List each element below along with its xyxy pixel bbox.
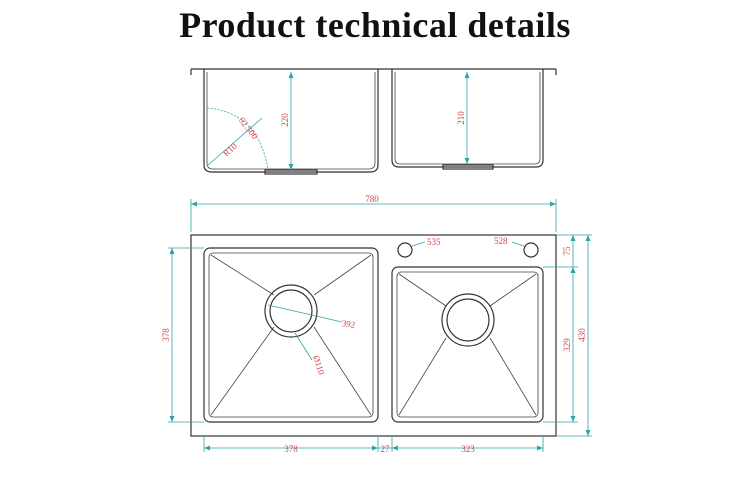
tap-hole-1-label: 535: [427, 237, 441, 247]
top-view: 780 392 Ø110 535 528: [161, 194, 592, 454]
tap-hole-left: [397, 242, 413, 258]
side-view: 220 210 92.500 R10: [190, 68, 557, 175]
page-title: Product technical details: [179, 5, 571, 45]
left-drain: [264, 284, 318, 338]
left-bowl-profile: [203, 69, 379, 173]
right-bowl: [391, 266, 544, 423]
right-drain-outlet: [442, 164, 494, 170]
right-bowl-width-label: 323: [461, 444, 475, 454]
left-drain-outer-label: 392: [341, 318, 356, 330]
right-depth-label: 210: [456, 111, 466, 125]
right-bowl-profile: [391, 69, 544, 168]
overall-width-label: 780: [365, 194, 379, 204]
left-bowl-width-label: 378: [284, 444, 298, 454]
left-drain-dim-line: [267, 304, 343, 323]
right-drain: [441, 293, 495, 347]
left-bowl: [203, 247, 379, 423]
left-depth-label: 220: [280, 113, 290, 127]
corner-radius-label: R10: [221, 141, 239, 159]
corner-angle-arc: [206, 107, 269, 170]
divider-width-label: 27: [381, 444, 391, 454]
left-bowl-depth-label: 378: [161, 328, 171, 342]
tap-hole-right: [523, 242, 539, 258]
right-bowl-depth-label: 329: [562, 338, 572, 352]
overall-depth-label: 430: [577, 328, 587, 342]
corner-radius-leader: [206, 117, 263, 167]
sink-outline: [190, 234, 557, 437]
deck-depth-label: 75: [562, 246, 572, 256]
left-drain-inner-label: Ø110: [311, 354, 327, 376]
tap-hole-2-label: 528: [494, 236, 508, 246]
